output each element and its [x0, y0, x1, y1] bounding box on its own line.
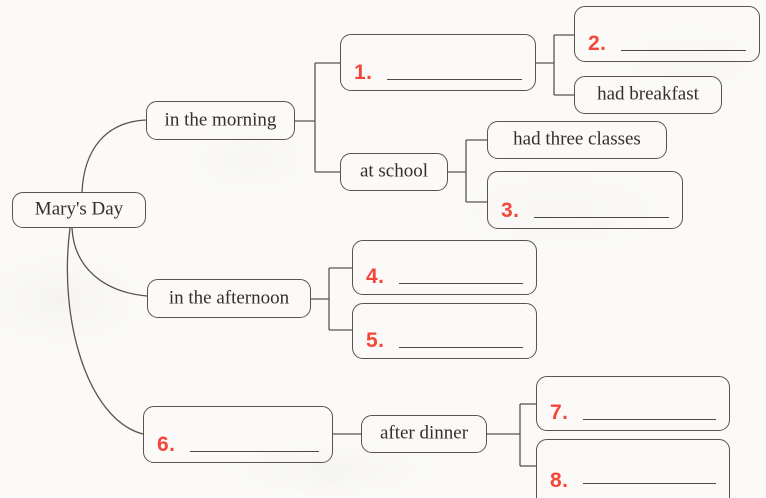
blank-4-answer-line[interactable]	[399, 283, 523, 284]
blank-2-number: 2.	[588, 32, 607, 55]
edge-root-afternoon	[71, 227, 148, 297]
blank-4-number: 4.	[366, 265, 385, 288]
node-blank-7[interactable]: 7.	[536, 376, 730, 431]
blank-5-number: 5.	[366, 329, 385, 352]
node-root[interactable]: Mary's Day	[12, 192, 146, 228]
blank-8-answer-line[interactable]	[583, 483, 716, 484]
edge-root-morning	[81, 119, 147, 193]
blank-7-answer-line[interactable]	[583, 419, 716, 420]
node-blank-4[interactable]: 4.	[352, 240, 537, 295]
node-root-label: Mary's Day	[34, 198, 124, 220]
node-at-school[interactable]: at school	[340, 153, 448, 191]
node-after-dinner[interactable]: after dinner	[361, 415, 487, 453]
node-in-the-afternoon-label: in the afternoon	[168, 287, 290, 309]
node-blank-3[interactable]: 3.	[487, 171, 683, 229]
node-in-the-afternoon[interactable]: in the afternoon	[147, 279, 311, 318]
blank-3-number: 3.	[501, 199, 520, 222]
node-had-breakfast-label: had breakfast	[597, 83, 699, 105]
blank-3-answer-line[interactable]	[534, 217, 669, 218]
blank-2-answer-line[interactable]	[621, 50, 746, 51]
node-in-the-morning[interactable]: in the morning	[146, 101, 295, 140]
blank-8-number: 8.	[550, 469, 569, 492]
node-blank-8[interactable]: 8.	[536, 439, 730, 498]
node-had-breakfast[interactable]: had breakfast	[574, 76, 722, 114]
node-after-dinner-label: after dinner	[379, 422, 469, 444]
blank-1-answer-line[interactable]	[387, 79, 522, 80]
node-in-the-morning-label: in the morning	[164, 109, 277, 131]
node-at-school-label: at school	[359, 160, 429, 182]
edge-root-blank6	[66, 227, 144, 435]
blank-5-answer-line[interactable]	[399, 347, 523, 348]
blank-1-number: 1.	[354, 61, 373, 84]
node-blank-5[interactable]: 5.	[352, 303, 537, 359]
node-had-three-classes[interactable]: had three classes	[487, 121, 667, 159]
node-had-three-classes-label: had three classes	[513, 128, 641, 150]
blank-7-number: 7.	[550, 401, 569, 424]
blank-6-number: 6.	[157, 433, 176, 456]
node-blank-1[interactable]: 1.	[340, 34, 536, 91]
blank-6-answer-line[interactable]	[190, 451, 319, 452]
node-blank-2[interactable]: 2.	[574, 6, 760, 62]
node-blank-6[interactable]: 6.	[143, 406, 333, 463]
